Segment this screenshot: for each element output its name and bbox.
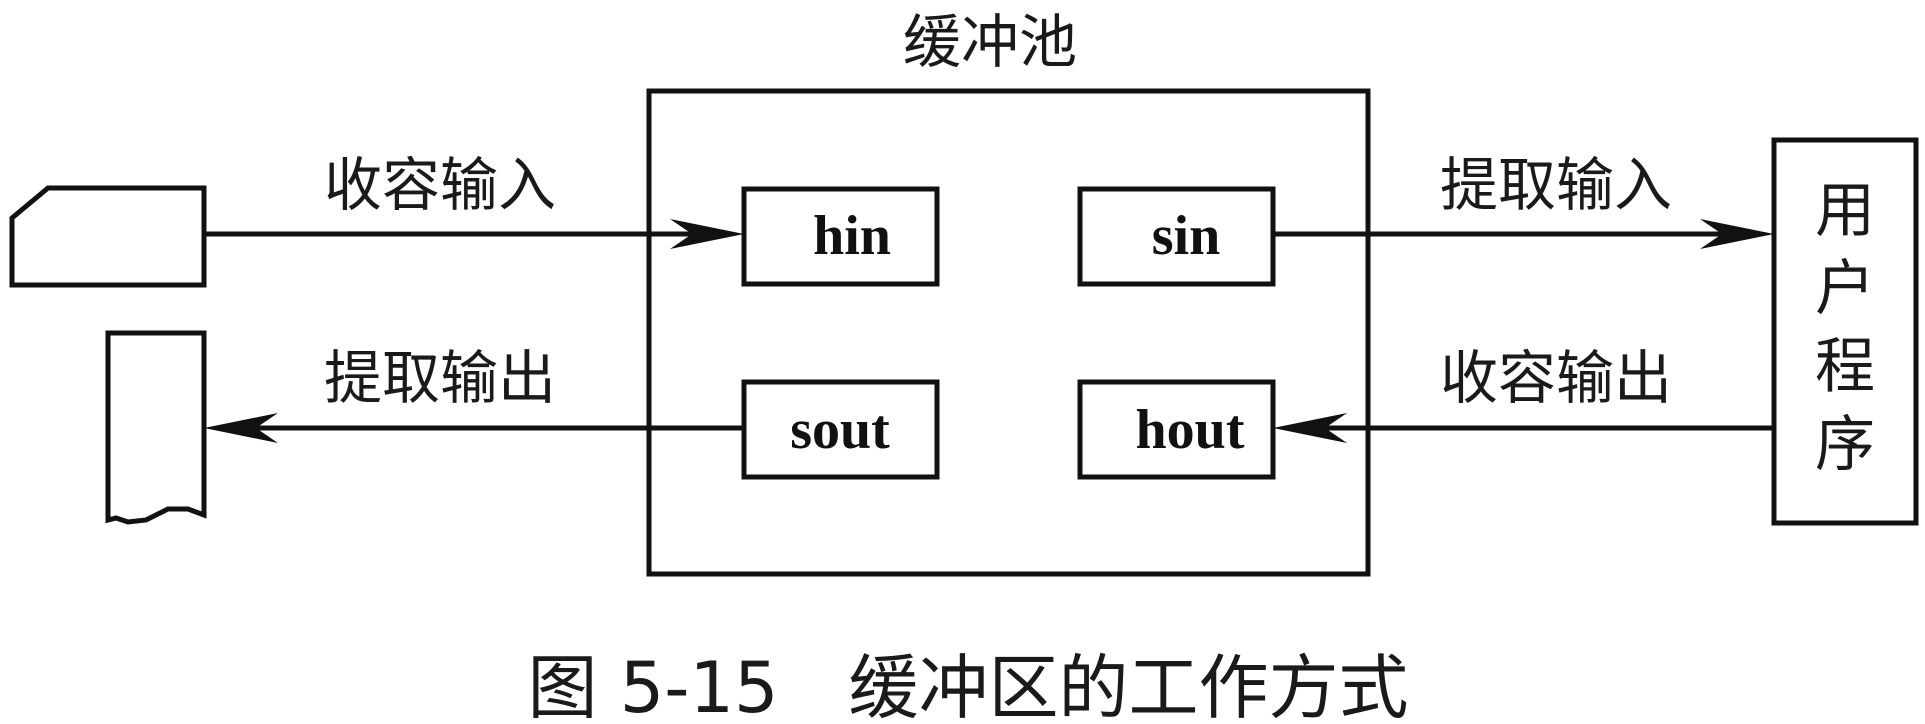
extract-input-label: 提取输入: [1440, 151, 1672, 219]
user-program-char-4: 序: [1815, 410, 1875, 480]
pool-title: 缓冲池: [903, 8, 1077, 76]
hout-buffer-box: [1077, 379, 1276, 480]
input-device-icon: [9, 185, 207, 288]
output-device-icon: [105, 330, 207, 525]
extract-output-arrowhead: [204, 413, 278, 443]
extract-input-arrowhead: [1700, 219, 1774, 249]
collect-output-label: 收容输出: [1440, 344, 1672, 412]
hin-buffer-box: [741, 186, 940, 287]
collect-input-arrowhead: [670, 219, 744, 249]
user-program-char-3: 程: [1815, 332, 1875, 402]
sin-label: sin: [1152, 205, 1221, 267]
hin-label: hin: [813, 205, 891, 267]
collect-output-arrowhead: [1273, 413, 1347, 443]
user-program-box: [1771, 137, 1919, 526]
extract-output-label: 提取输出: [324, 344, 556, 412]
user-program-char-2: 户: [1815, 254, 1875, 324]
hout-label: hout: [1136, 399, 1245, 461]
user-program-char-1: 用: [1815, 176, 1875, 246]
figure-caption: 图 5-15 缓冲区的工作方式: [527, 647, 1408, 724]
sout-label: sout: [790, 399, 890, 461]
collect-input-label: 收容输入: [324, 151, 556, 219]
buffer-pool-box: [646, 88, 1371, 577]
